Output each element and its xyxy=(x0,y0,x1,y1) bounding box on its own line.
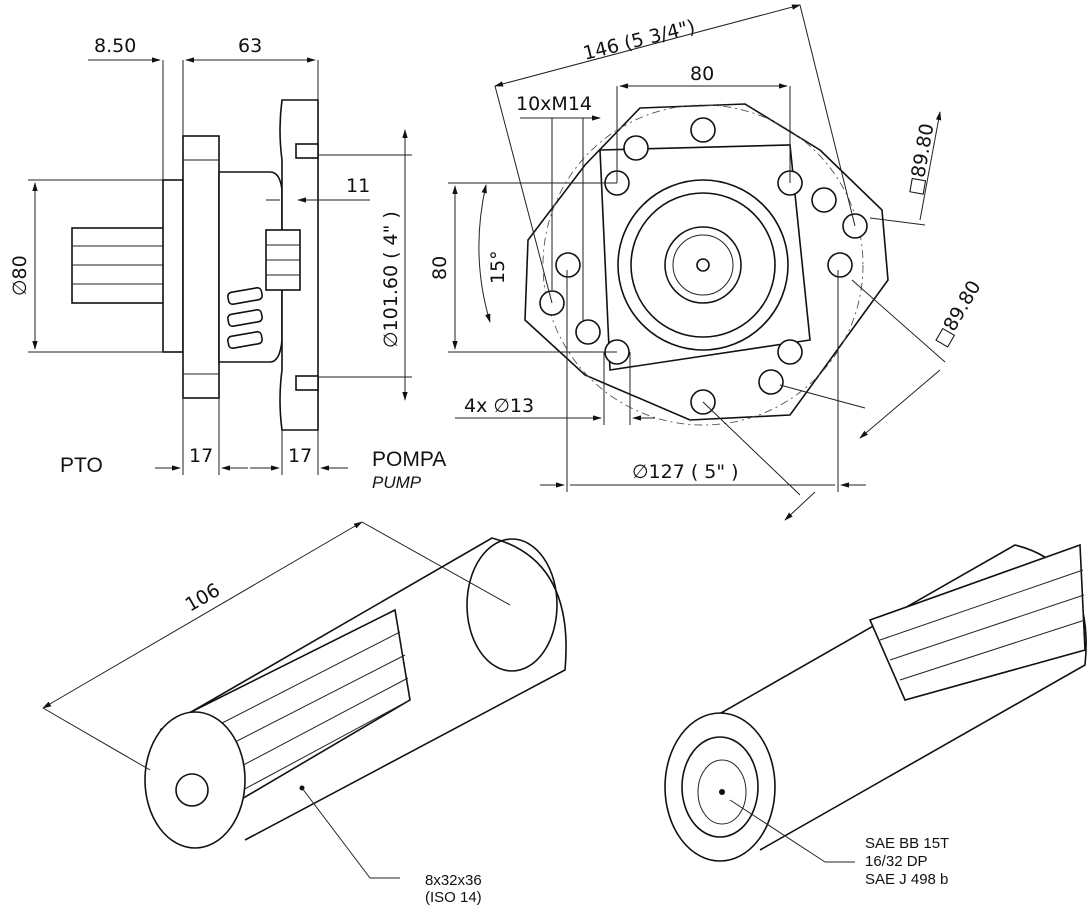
label-pump: PUMP xyxy=(372,473,422,492)
dim-80-left: 80 xyxy=(429,256,451,280)
female-spline-spec-2: 16/32 DP xyxy=(865,853,928,870)
label-pompa: POMPA xyxy=(372,448,446,471)
female-spline-spec-1: SAE BB 15T xyxy=(865,835,949,852)
dim-89-80-top: □89.80 xyxy=(904,122,938,197)
male-spline-spec-2: (ISO 14) xyxy=(425,889,482,906)
dim-phi101: ∅101.60 ( 4" ) xyxy=(380,211,402,348)
dim-106: 106 xyxy=(182,579,224,616)
dim-17-left: 17 xyxy=(189,445,213,467)
female-shaft: SAE BB 15T 16/32 DP SAE J 498 b xyxy=(664,543,1087,888)
dim-63: 63 xyxy=(238,35,262,57)
label-pto: PTO xyxy=(60,454,103,477)
dim-10xm14: 10xM14 xyxy=(516,93,592,115)
dim-89-80-bottom: □89.80 xyxy=(930,277,985,351)
side-view: 8.50 63 11 ∅80 ∅101.60 ( 4" ) 17 17 PTO … xyxy=(9,35,446,492)
dim-80-top: 80 xyxy=(690,63,714,85)
male-shaft: 106 8x32x36 (ISO 14) xyxy=(42,521,567,906)
dim-146: 146 (5 3/4") xyxy=(581,16,697,65)
dim-17-right: 17 xyxy=(288,445,312,467)
dim-11: 11 xyxy=(346,175,370,197)
female-spline-spec-3: SAE J 498 b xyxy=(865,871,948,888)
dim-8-50: 8.50 xyxy=(94,35,136,57)
dim-phi80: ∅80 xyxy=(9,255,31,296)
dim-15deg: 15° xyxy=(487,250,509,284)
dim-4x13: 4x ∅13 xyxy=(464,395,534,417)
dim-phi127: ∅127 ( 5" ) xyxy=(632,461,739,483)
male-spline-spec-1: 8x32x36 xyxy=(425,872,482,889)
front-view: 146 (5 3/4") 80 10xM14 □89.80 □89.80 15°… xyxy=(429,4,986,521)
pto-flange xyxy=(182,135,220,399)
